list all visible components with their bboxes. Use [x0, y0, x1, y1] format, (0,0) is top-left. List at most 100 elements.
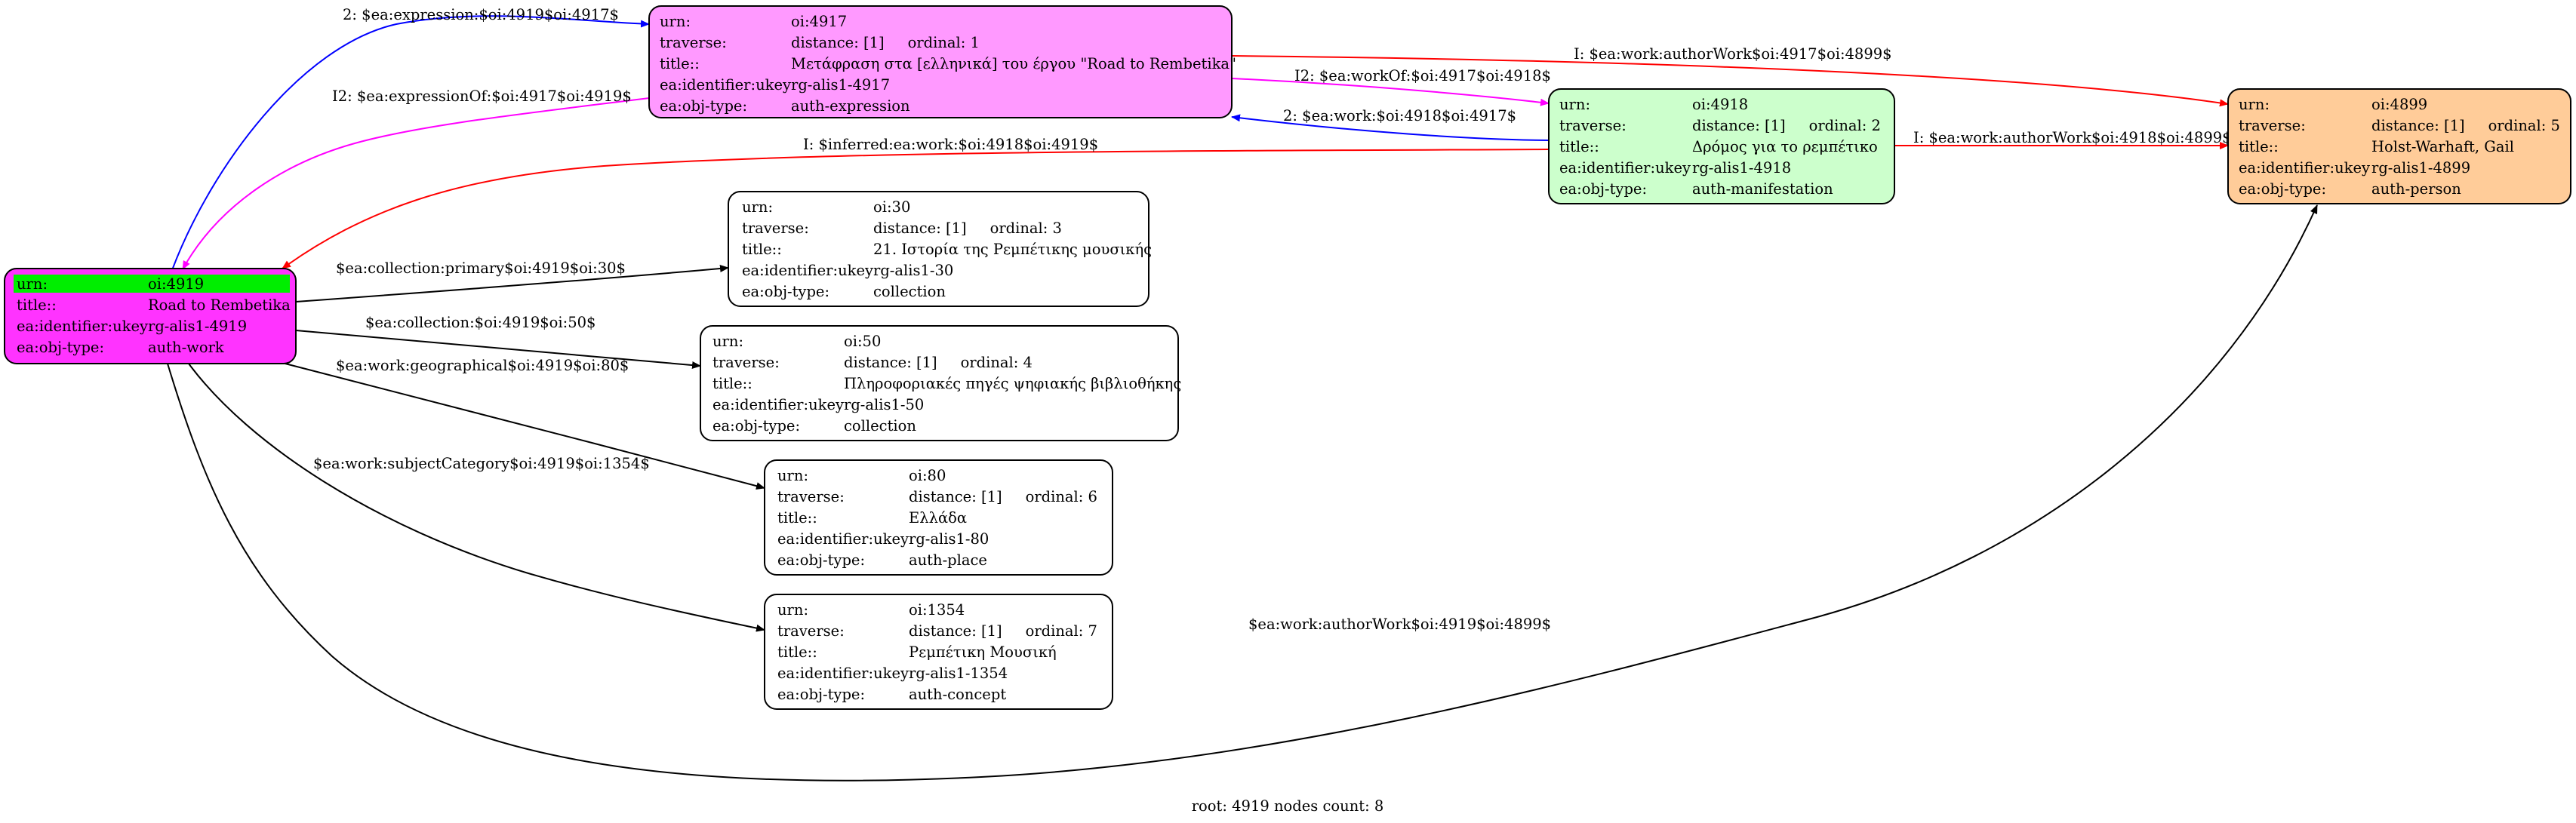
- row-value: oi:1354: [909, 601, 965, 619]
- node-oi-4899[interactable]: urn: oi:4899 traverse: distance: [1] ord…: [2227, 88, 2571, 204]
- node-box: [648, 5, 1233, 118]
- row-value: collection: [844, 417, 916, 435]
- edge-label-subjectcategory-4919-1354: $ea:work:subjectCategory$oi:4919$oi:1354…: [313, 455, 650, 472]
- node-box: [764, 459, 1113, 576]
- row-key: title::: [1559, 138, 1599, 155]
- edge-expressionof-4917-4919: [182, 97, 650, 270]
- node-box: [2227, 88, 2571, 204]
- footer-caption: root: 4919 nodes count: 8: [1192, 797, 1384, 815]
- edge-label-expressionof-4917-4919: I2: $ea:expressionOf:$oi:4917$oi:4919$: [332, 88, 632, 105]
- row-value: oi:4918: [1692, 96, 1748, 113]
- edge-label-collection-primary-4919-30: $ea:collection:primary$oi:4919$oi:30$: [336, 259, 626, 277]
- edge-authorwork-4919-4899: [167, 204, 2318, 782]
- edge-collection-primary-4919-30: [295, 265, 729, 302]
- row-value: Μετάφραση στα [ελληνικά] του έργου "Road…: [791, 55, 1236, 72]
- row-value: auth-person: [2371, 180, 2461, 198]
- row-key: ea:identifier:ukey: [2239, 159, 2370, 177]
- edge-workof-4917-4918: [1231, 78, 1550, 106]
- node-oi-30[interactable]: urn: oi:30 traverse: distance: [1] ordin…: [728, 191, 1152, 307]
- row-key: title::: [777, 643, 817, 661]
- row-value: Ελλάδα: [909, 509, 967, 527]
- row-key: traverse:: [742, 220, 809, 237]
- node-oi-4919-root[interactable]: urn: oi:4919 title:: Road to Rembetika e…: [4, 268, 297, 364]
- row-key: ea:identifier:ukey: [777, 530, 909, 548]
- edge-label-geographical-4919-80: $ea:work:geographical$oi:4919$oi:80$: [336, 357, 629, 374]
- row-key: ea:obj-type:: [17, 339, 104, 356]
- row-value: auth-work: [148, 339, 224, 356]
- row-key: ea:obj-type:: [660, 97, 747, 115]
- row-value: rg-alis1-1354: [909, 665, 1008, 682]
- edge-label-collection-4919-50: $ea:collection:$oi:4919$oi:50$: [365, 314, 596, 331]
- row-key: title::: [17, 296, 57, 314]
- row-value: auth-expression: [791, 97, 910, 115]
- row-value: rg-alis1-4899: [2371, 159, 2470, 177]
- edge-collection-4919-50: [295, 330, 701, 370]
- row-key: urn:: [660, 13, 691, 30]
- row-key: ea:obj-type:: [1559, 180, 1647, 198]
- row-key: urn:: [2239, 96, 2270, 113]
- row-value: oi:50: [844, 333, 881, 350]
- row-value: Δρόμος για το ρεμπέτικο: [1692, 138, 1878, 155]
- row-key: ea:obj-type:: [742, 283, 829, 300]
- row-value: rg-alis1-4918: [1692, 159, 1791, 177]
- row-value: distance: [1] ordinal: 4: [844, 354, 1033, 371]
- row-value: collection: [873, 283, 946, 300]
- row-value: Road to Rembetika: [148, 296, 291, 314]
- edge-label-expression-4919-4917: 2: $ea:expression:$oi:4919$oi:4917$: [343, 6, 619, 23]
- row-value: distance: [1] ordinal: 6: [909, 488, 1097, 505]
- row-key: ea:obj-type:: [712, 417, 800, 435]
- row-value: distance: [1] ordinal: 3: [873, 220, 1062, 237]
- row-value: rg-alis1-30: [873, 262, 953, 279]
- edges-layer: [167, 15, 2318, 782]
- nodes-layer: urn: oi:4917 traverse: distance: [1] ord…: [4, 5, 2571, 710]
- row-key: traverse:: [660, 34, 727, 51]
- edge-expression-4919-4917: [171, 15, 650, 271]
- row-key: ea:identifier:ukey: [1559, 159, 1691, 177]
- root-urn-highlight: [14, 275, 290, 293]
- edge-label-work-4918-4917: 2: $ea:work:$oi:4918$oi:4917$: [1283, 107, 1516, 124]
- row-key: title::: [712, 375, 752, 392]
- node-oi-50[interactable]: urn: oi:50 traverse: distance: [1] ordin…: [700, 325, 1181, 441]
- row-value: rg-alis1-80: [909, 530, 989, 548]
- row-key: urn:: [17, 275, 48, 293]
- row-key: title::: [2239, 138, 2279, 155]
- row-key: traverse:: [712, 354, 780, 371]
- row-value: Πληροφοριακές πηγές ψηφιακής βιβλιοθήκης: [844, 375, 1181, 392]
- row-key: ea:identifier:ukey: [17, 318, 148, 335]
- edge-inferred-work-4918-4919: [282, 149, 1550, 269]
- edge-subjectcategory-4919-1354: [188, 363, 765, 632]
- edge-geographical-4919-80: [279, 361, 765, 490]
- row-value: oi:30: [873, 198, 910, 216]
- row-value: oi:80: [909, 467, 946, 484]
- row-key: urn:: [742, 198, 773, 216]
- row-key: traverse:: [777, 622, 845, 640]
- node-oi-4918[interactable]: urn: oi:4918 traverse: distance: [1] ord…: [1548, 88, 1895, 204]
- edge-work-4918-4917: [1231, 114, 1550, 141]
- node-box: [728, 191, 1150, 307]
- row-key: traverse:: [777, 488, 845, 505]
- node-box: [1548, 88, 1895, 204]
- row-value: 21. Ιστορία της Ρεμπέτικης μουσικής: [873, 241, 1152, 258]
- row-key: ea:identifier:ukey: [712, 396, 844, 413]
- row-key: title::: [742, 241, 782, 258]
- node-oi-80[interactable]: urn: oi:80 traverse: distance: [1] ordin…: [764, 459, 1113, 576]
- node-oi-1354[interactable]: urn: oi:1354 traverse: distance: [1] ord…: [764, 594, 1113, 710]
- row-key: ea:obj-type:: [777, 686, 865, 703]
- row-value: rg-alis1-4919: [148, 318, 247, 335]
- row-key: ea:identifier:ukey: [777, 665, 909, 682]
- row-value: Ρεμπέτικη Μουσική: [909, 643, 1057, 661]
- row-key: urn:: [777, 601, 808, 619]
- row-key: ea:obj-type:: [777, 551, 865, 569]
- row-value: oi:4919: [148, 275, 204, 293]
- node-oi-4917[interactable]: urn: oi:4917 traverse: distance: [1] ord…: [648, 5, 1236, 118]
- edge-labels-layer: 2: $ea:expression:$oi:4919$oi:4917$ I2: …: [313, 6, 2232, 633]
- node-box: [764, 594, 1113, 710]
- row-value: distance: [1] ordinal: 2: [1692, 117, 1881, 134]
- row-value: oi:4899: [2371, 96, 2427, 113]
- edge-label-authorwork-4917-4899: I: $ea:work:authorWork$oi:4917$oi:4899$: [1574, 45, 1892, 63]
- row-key: traverse:: [2239, 117, 2306, 134]
- edge-label-authorwork-4918-4899: I: $ea:work:authorWork$oi:4918$oi:4899$: [1913, 129, 2232, 146]
- row-key: traverse:: [1559, 117, 1627, 134]
- row-key: urn:: [712, 333, 743, 350]
- row-key: ea:obj-type:: [2239, 180, 2326, 198]
